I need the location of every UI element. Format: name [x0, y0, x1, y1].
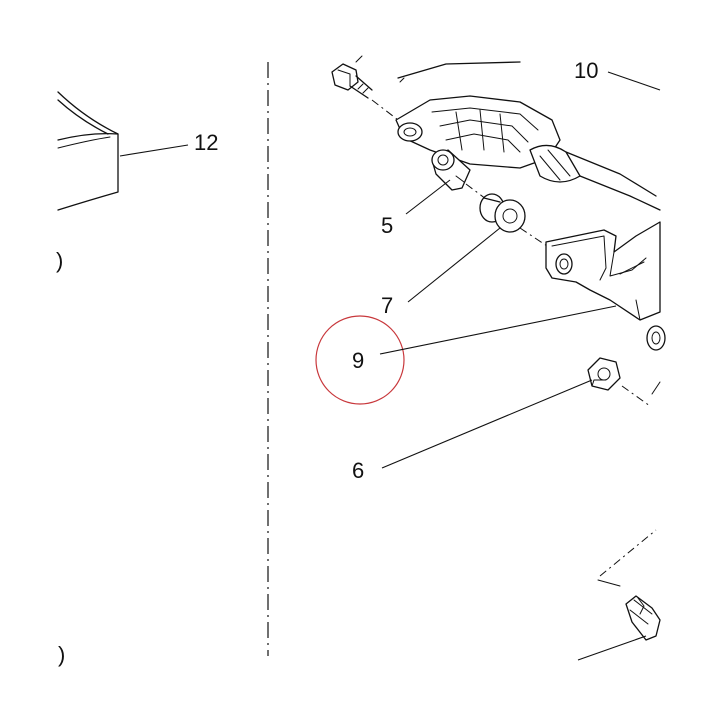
- leader-lower: [577, 635, 647, 661]
- callout-9: 9: [352, 348, 364, 373]
- part-6-nut: [587, 357, 621, 391]
- callout-12: 12: [194, 130, 218, 155]
- part-10-connector: [395, 61, 661, 211]
- lower-axis: [599, 529, 657, 577]
- leader-5: [405, 179, 451, 215]
- edge-glyph-left-bottom: ): [58, 642, 65, 667]
- callout-6: 6: [352, 458, 364, 483]
- callout-9-highlight: [315, 315, 405, 405]
- lower-bolt: [625, 595, 661, 641]
- leader-12: [119, 144, 189, 157]
- top-bolt: [331, 55, 373, 99]
- leader-7: [407, 227, 501, 303]
- edge-glyph-left-mid: ): [56, 248, 63, 273]
- part-5-sleeve: [431, 149, 471, 191]
- nut-axis: [621, 385, 651, 407]
- callout-5: 5: [381, 213, 393, 238]
- part-12-housing: [57, 91, 119, 211]
- part-7-grommet: [479, 193, 526, 233]
- leader-6: [381, 379, 593, 469]
- part-9-bracket: [545, 221, 666, 351]
- leader-10: [607, 71, 661, 91]
- leader-9: [379, 305, 617, 355]
- callout-10: 10: [574, 58, 598, 83]
- callout-7: 7: [381, 293, 393, 318]
